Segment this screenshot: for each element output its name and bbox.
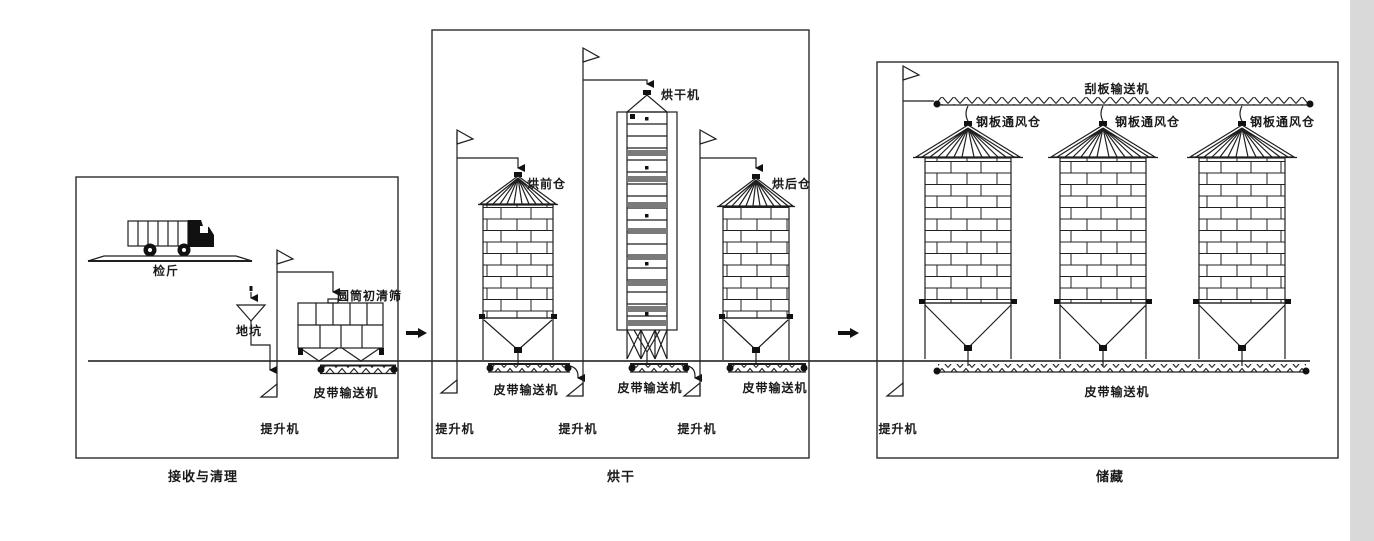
vent-bin-label-2: 钢板通风仓 [1115, 114, 1180, 129]
drying-section-title: 烘干 [607, 469, 635, 485]
scraper-conveyor-label: 刮板输送机 [1084, 81, 1149, 96]
elevator-label-receiving: 提升机 [260, 421, 299, 436]
pre-bin-label: 烘前仓 [527, 176, 566, 191]
elevator-icon-receiving [259, 248, 340, 398]
weighbridge-icon [87, 255, 253, 262]
page-edge-strip [1350, 0, 1374, 541]
belt-conveyor-icon-drying-3 [726, 363, 808, 373]
section-drying: 提升机 烘前仓 皮带输送机 [431, 29, 811, 485]
vent-bin-label-1: 钢板通风仓 [976, 114, 1041, 129]
storage-section-title: 储藏 [1095, 469, 1124, 485]
pit-funnel-icon [235, 286, 277, 374]
storage-section-box [876, 61, 1339, 459]
belt-conveyor-icon-drying-1 [486, 363, 585, 382]
elevator-icon-drying-1 [439, 128, 525, 394]
silo-pre-drying-icon [478, 172, 558, 364]
belt-conveyor-icon-storage [933, 364, 1310, 375]
elevator-label-drying-1: 提升机 [435, 421, 474, 436]
belt-conveyor-label-drying-1: 皮带输送机 [492, 382, 558, 397]
silo-post-drying-icon [717, 174, 795, 364]
flow-arrow-icon-2 [838, 328, 859, 338]
dryer-label: 烘干机 [661, 87, 700, 102]
post-bin-label: 烘后仓 [772, 176, 811, 191]
vent-silo-icon-3 [1187, 121, 1297, 366]
belt-conveyor-icon-drying-2 [628, 363, 702, 382]
pit-label: 地坑 [236, 323, 262, 338]
elevator-label-storage: 提升机 [878, 421, 917, 436]
elevator-icon-drying-2 [565, 46, 654, 397]
belt-conveyor-label-drying-2: 皮带输送机 [616, 380, 682, 395]
vent-bin-label-3: 钢板通风仓 [1250, 114, 1315, 129]
dryer-tower-icon [616, 90, 678, 363]
elevator-icon-drying-3 [682, 128, 763, 397]
elevator-icon-storage [885, 64, 934, 397]
vent-silo-icon-1 [913, 121, 1023, 366]
scraper-conveyor-icon [933, 97, 1314, 122]
weighbridge-label: 检斤 [153, 263, 179, 278]
truck-icon [127, 220, 214, 257]
vent-silo-icon-2 [1048, 121, 1158, 366]
belt-conveyor-label-receiving: 皮带输送机 [312, 385, 378, 400]
receiving-section-box [75, 176, 399, 459]
section-storage: 提升机 刮板输送机 钢板通风仓 [876, 61, 1339, 485]
belt-conveyor-label-storage: 皮带输送机 [1083, 384, 1149, 399]
section-receiving: 检斤 地坑 提升机 圆筒初清筛 [75, 176, 402, 485]
belt-conveyor-label-drying-3: 皮带输送机 [741, 380, 807, 395]
elevator-label-drying-3: 提升机 [677, 421, 716, 436]
receiving-section-title: 接收与清理 [168, 469, 238, 485]
drying-section-box [431, 29, 810, 459]
belt-conveyor-icon-receiving [317, 364, 398, 375]
drum-cleaner-label: 圆筒初清筛 [337, 288, 402, 303]
drum-precleaner-icon [297, 298, 384, 362]
flow-arrow-icon-1 [406, 328, 427, 338]
elevator-label-drying-2: 提升机 [558, 421, 597, 436]
